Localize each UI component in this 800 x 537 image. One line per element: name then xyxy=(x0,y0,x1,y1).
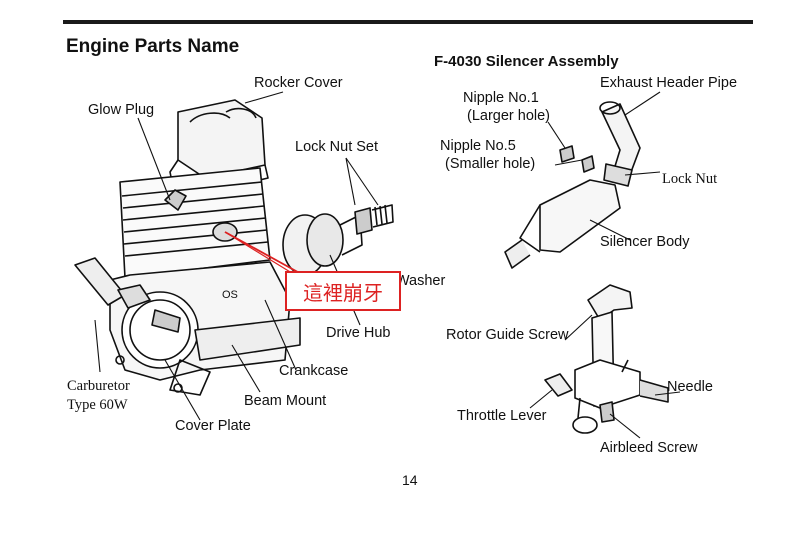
page-title: Engine Parts Name xyxy=(66,36,240,57)
label-nipple-5-note: (Smaller hole) xyxy=(445,156,536,172)
label-cover-plate: Cover Plate xyxy=(175,418,251,434)
silencer-assembly-title: F-4030 Silencer Assembly xyxy=(434,53,619,70)
label-exhaust-header-pipe: Exhaust Header Pipe xyxy=(600,75,738,91)
stripped-thread-callout: 這裡崩牙 xyxy=(285,271,401,311)
label-glow-plug: Glow Plug xyxy=(88,102,155,118)
silencer-drawing xyxy=(504,101,641,269)
label-throttle-lever: Throttle Lever xyxy=(457,408,547,424)
label-rocker-cover: Rocker Cover xyxy=(254,75,343,91)
label-rotor-guide-screw: Rotor Guide Screw xyxy=(446,327,569,343)
label-carburetor-type: Type 60W xyxy=(67,397,128,413)
header-rule xyxy=(63,20,753,24)
label-silencer-body: Silencer Body xyxy=(600,234,690,250)
page-number: 14 xyxy=(402,472,418,488)
label-crankcase: Crankcase xyxy=(279,363,349,379)
svg-text:OS: OS xyxy=(222,289,238,301)
engine-drawing: OS xyxy=(74,99,394,396)
label-beam-mount: Beam Mount xyxy=(244,393,327,409)
label-nipple-1-note: (Larger hole) xyxy=(467,108,551,124)
label-nipple-5: Nipple No.5 xyxy=(440,138,516,154)
carburetor-drawing xyxy=(544,284,669,434)
label-lock-nut-set: Lock Nut Set xyxy=(295,139,379,155)
label-nipple-1: Nipple No.1 xyxy=(463,90,539,106)
label-needle: Needle xyxy=(667,379,713,395)
label-carburetor: Carburetor xyxy=(67,378,130,394)
label-airbleed-screw: Airbleed Screw xyxy=(600,440,698,456)
label-washer: r Washer xyxy=(387,273,446,289)
label-lock-nut: Lock Nut xyxy=(662,171,718,187)
label-drive-hub: Drive Hub xyxy=(326,325,391,341)
